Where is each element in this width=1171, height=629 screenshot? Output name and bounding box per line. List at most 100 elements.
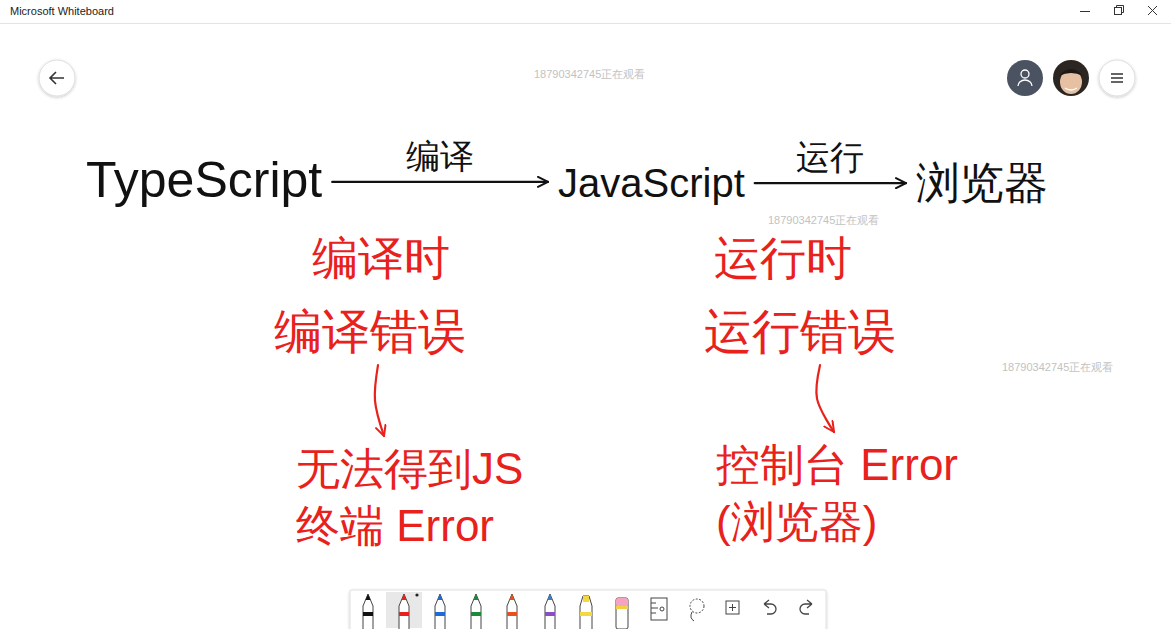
- title-bar: [1080, 11, 1090, 12]
- add-button: [726, 601, 739, 614]
- title-bar: [0, 23, 1171, 24]
- arrow-label: 运行: [796, 138, 864, 177]
- eraser: [616, 606, 628, 609]
- green-pen: [471, 594, 481, 629]
- green-pen: [471, 612, 481, 616]
- node-text: JavaScript: [558, 160, 745, 206]
- arrow-label: 编译: [406, 137, 474, 176]
- orange-pen: [507, 594, 517, 629]
- title-bar: [1148, 6, 1157, 15]
- handwritten-text-node: 编译时: [312, 232, 450, 285]
- undo-button: [764, 600, 776, 614]
- user-avatar: [1053, 60, 1089, 96]
- node-text: 控制台 Error (浏览器): [716, 436, 986, 550]
- green-pen: [471, 594, 481, 629]
- user-avatar: [1065, 88, 1077, 90]
- title-bar: [1115, 8, 1122, 15]
- highlighter: [583, 596, 589, 602]
- blue-pen: [435, 594, 445, 629]
- arrow-connector: [755, 182, 906, 184]
- add-button: [726, 601, 739, 614]
- participant-icon: [1007, 60, 1043, 96]
- highlighter: [580, 596, 592, 629]
- participant-icon: [1021, 70, 1029, 78]
- undo-button: [764, 600, 776, 614]
- black-pen: [363, 612, 373, 616]
- handwritten-text-node: JavaScript: [558, 160, 745, 206]
- black-pen: [363, 594, 373, 629]
- add-button: [729, 604, 736, 611]
- viewer-watermark: 18790342745正在观看: [768, 214, 879, 227]
- handwritten-text-node: 编译错误: [274, 304, 466, 359]
- user-avatar: [1059, 69, 1083, 76]
- handwritten-text-node: 运行时: [714, 232, 852, 285]
- lasso-tool: [690, 599, 704, 613]
- back-button: [39, 60, 75, 96]
- node-text: 运行时: [714, 232, 852, 285]
- pen-toolbar: [350, 590, 826, 629]
- handwritten-text-node: 控制台 Error (浏览器): [716, 436, 986, 550]
- eraser: [616, 598, 628, 606]
- viewer-watermark: 18790342745正在观看: [534, 68, 645, 81]
- title-bar: [0, 0, 1171, 24]
- eraser: [616, 598, 628, 629]
- highlighter: [580, 596, 592, 629]
- arrow-connector: [816, 365, 834, 432]
- highlighter: [580, 612, 592, 616]
- node-text: 运行错误: [704, 304, 896, 359]
- blue-pen: [438, 594, 443, 600]
- redo-button: [800, 600, 812, 614]
- galaxy-pen: [545, 594, 555, 629]
- handwritten-text-node: 运行错误: [704, 304, 896, 359]
- participant-icon: [1018, 80, 1032, 86]
- back-button: [50, 72, 64, 84]
- ruler-tool: [651, 603, 658, 613]
- galaxy-pen: [545, 594, 555, 629]
- pen-toolbar: [386, 592, 422, 628]
- viewer-watermark: 18790342745正在观看: [1002, 361, 1113, 374]
- lasso-tool: [691, 612, 694, 621]
- black-pen: [363, 594, 373, 629]
- handwritten-text-node: TypeScript: [86, 152, 322, 210]
- green-pen: [474, 594, 479, 600]
- ruler-tool: [660, 607, 664, 611]
- red-pen: [399, 594, 409, 629]
- participant-icon: [1007, 60, 1043, 96]
- galaxy-pen: [548, 594, 553, 600]
- menu-button: [1099, 60, 1135, 96]
- pen-toolbar: [350, 590, 826, 629]
- node-text: 编译时: [312, 232, 450, 285]
- blue-pen: [435, 594, 445, 629]
- galaxy-pen: [545, 612, 555, 616]
- orange-pen: [510, 594, 515, 600]
- ruler-tool: [651, 598, 667, 620]
- user-avatar: [1053, 60, 1089, 96]
- blue-pen: [435, 612, 445, 616]
- user-avatar: [1060, 70, 1082, 94]
- orange-pen: [507, 612, 517, 616]
- handwritten-text-node: 浏览器: [916, 158, 1048, 209]
- title-bar: [0, 0, 1171, 23]
- black-pen: [366, 594, 371, 600]
- orange-pen: [507, 594, 517, 629]
- ruler-tool: [651, 598, 667, 620]
- back-button: [39, 60, 75, 96]
- title-bar: [1117, 6, 1124, 13]
- node-text: 浏览器: [916, 158, 1048, 209]
- handwritten-text-node: 无法得到JS 终端 Error: [296, 440, 546, 554]
- node-text: 无法得到JS 终端 Error: [296, 440, 546, 554]
- arrow-connector: [375, 365, 384, 436]
- red-pen: [402, 594, 407, 600]
- red-pen: [415, 593, 418, 596]
- red-pen: [399, 593, 419, 629]
- red-pen: [399, 612, 409, 616]
- redo-button: [800, 600, 812, 614]
- menu-button: [1099, 60, 1135, 96]
- node-text: 编译错误: [274, 304, 466, 359]
- node-text: TypeScript: [86, 152, 322, 210]
- window-title: Microsoft Whiteboard: [10, 5, 114, 18]
- arrow-connector: [332, 181, 548, 183]
